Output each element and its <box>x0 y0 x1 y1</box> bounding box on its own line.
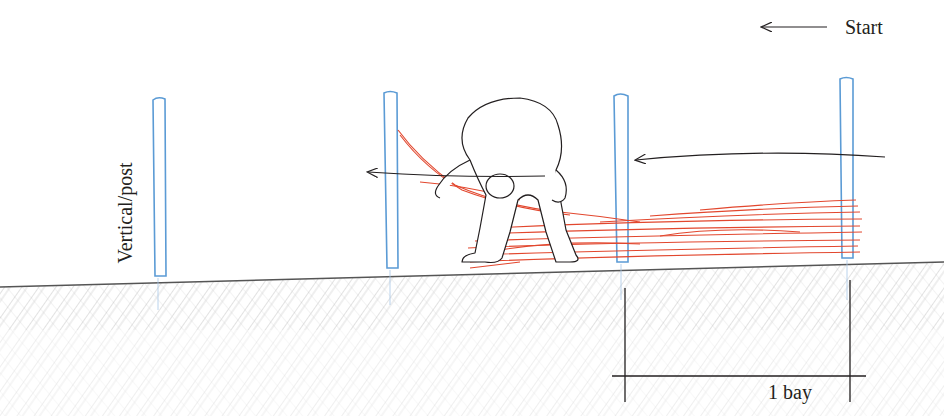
bay-dimension <box>612 280 866 402</box>
post-root <box>158 278 159 310</box>
posts <box>153 78 853 277</box>
worker-arm <box>435 160 470 198</box>
post-roots <box>158 260 847 310</box>
post <box>384 92 398 269</box>
rod <box>660 230 800 236</box>
dimension-line <box>612 375 866 376</box>
post-root <box>390 270 391 305</box>
worker-arm <box>552 170 566 202</box>
ground-hatch <box>0 262 944 416</box>
dimension-extension <box>624 288 625 402</box>
post-label: Vertical/post <box>114 162 134 263</box>
rod <box>650 206 858 216</box>
post <box>840 78 853 259</box>
worker-figure <box>435 98 578 263</box>
rod <box>600 212 860 222</box>
rod <box>470 262 520 268</box>
direction-arrow <box>636 153 885 160</box>
worker-body <box>462 98 578 263</box>
dimension-label: 1 bay <box>768 382 812 402</box>
rod <box>475 232 862 241</box>
post-root <box>621 264 622 300</box>
direction-arrow <box>368 172 545 177</box>
dimension-extension <box>849 280 850 402</box>
start-arrow <box>762 26 827 27</box>
post <box>153 98 166 276</box>
rod <box>700 200 856 210</box>
direction-label: Start <box>845 17 883 37</box>
ground-fade <box>0 330 944 416</box>
worker-head <box>486 174 514 198</box>
ground-hatch <box>0 262 944 416</box>
rod <box>480 226 860 234</box>
post-root <box>847 260 848 300</box>
ground-line <box>0 262 944 287</box>
rod <box>472 246 858 255</box>
